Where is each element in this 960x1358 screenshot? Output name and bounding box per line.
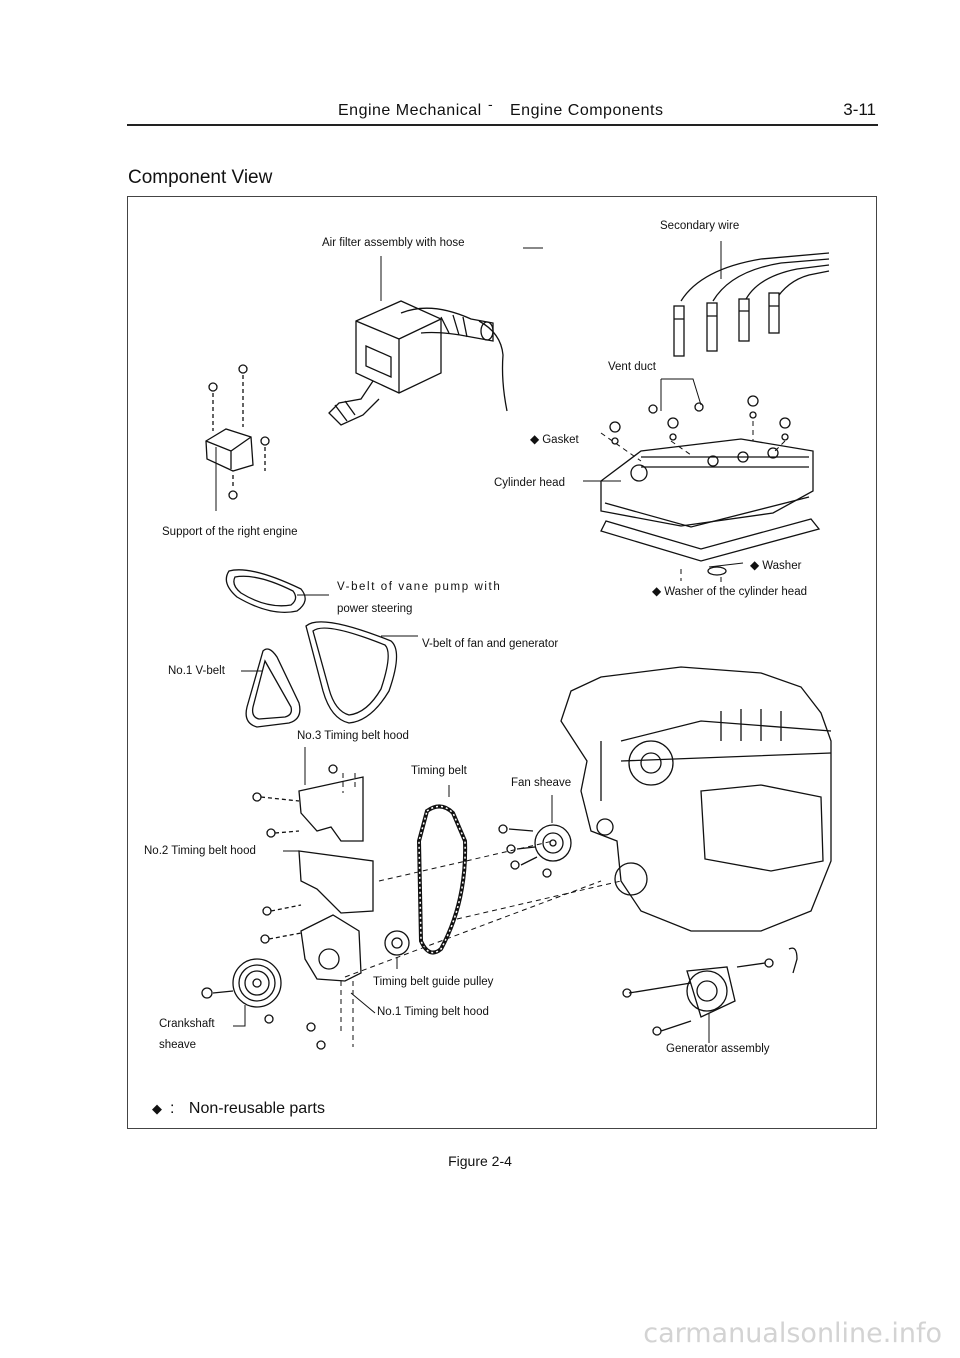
page-number: 3-11 xyxy=(843,100,876,119)
label-no1-vbelt: No.1 V-belt xyxy=(168,665,225,677)
non-reusable-marker-icon: ◆ xyxy=(750,558,760,572)
leader-lines xyxy=(215,241,744,1043)
label-no2-timing-belt-hood: No.2 Timing belt hood xyxy=(144,845,256,857)
page-header: Engine Mechanical - Engine Components 3-… xyxy=(127,96,878,124)
label-fan-sheave: Fan sheave xyxy=(511,777,572,789)
figure-caption: Figure 2-4 xyxy=(448,1153,512,1169)
legend-text: Non-reusable parts xyxy=(188,1100,325,1117)
air-filter-illustration xyxy=(328,300,508,426)
non-reusable-marker-icon: ◆ xyxy=(652,584,662,598)
secondary-wire-illustration xyxy=(673,252,830,357)
fan-sheave-illustration xyxy=(498,824,572,878)
label-cylinder-head: Cylinder head xyxy=(494,477,565,489)
label-crankshaft-line2: sheave xyxy=(159,1039,197,1051)
label-secondary-wire: Secondary wire xyxy=(660,220,740,232)
label-no3-timing-belt-hood: No.3 Timing belt hood xyxy=(297,730,409,742)
timing-belt-hoods-illustration xyxy=(252,764,374,1050)
cylinder-nuts-and-washers xyxy=(609,395,791,576)
crankshaft-sheave-illustration xyxy=(201,958,282,1008)
figure-frame: Air filter assembly with hose Secondary … xyxy=(127,196,877,1129)
label-washer-cylinder-head: ◆Washer of the cylinder head xyxy=(652,584,807,598)
legend: ◆: Non-reusable parts xyxy=(152,1100,325,1118)
header-separator: - xyxy=(488,96,493,112)
assembly-dashed-lines xyxy=(340,421,786,1047)
label-generator-assembly: Generator assembly xyxy=(666,1043,770,1055)
engine-components-diagram xyxy=(201,241,832,1050)
label-gasket: ◆Gasket xyxy=(530,432,579,446)
header-section: Engine Mechanical xyxy=(338,102,482,119)
watermark: carmanualsonline.info xyxy=(643,1318,942,1349)
cylinder-head-cover-illustration xyxy=(600,438,821,562)
label-timing-belt: Timing belt xyxy=(411,765,467,777)
section-title: Component View xyxy=(128,167,273,188)
label-crankshaft-line1: Crankshaft xyxy=(159,1018,215,1030)
timing-belt-illustration xyxy=(416,804,468,955)
label-vbelt-fan-generator: V-belt of fan and generator xyxy=(422,638,559,650)
header-subsection: Engine Components xyxy=(510,102,664,119)
vane-pump-vbelt-illustration xyxy=(225,569,306,614)
non-reusable-marker-icon: ◆ xyxy=(152,1101,162,1116)
generator-illustration xyxy=(622,947,798,1036)
label-vbelt-vane-pump-line2: power steering xyxy=(337,603,413,615)
header-rule xyxy=(127,124,878,126)
no1-vbelt-illustration xyxy=(245,648,301,728)
fan-generator-vbelt-illustration xyxy=(305,621,398,724)
non-reusable-marker-icon: ◆ xyxy=(530,432,540,446)
engine-support-illustration xyxy=(205,364,270,500)
label-no1-timing-belt-hood: No.1 Timing belt hood xyxy=(377,1006,489,1018)
guide-pulley-illustration xyxy=(384,930,410,956)
engine-block-illustration xyxy=(560,666,832,932)
label-vbelt-vane-pump-line1: V-belt of vane pump with xyxy=(337,581,502,593)
label-support-right-engine: Support of the right engine xyxy=(162,526,298,538)
label-washer: ◆Washer xyxy=(750,558,802,572)
label-timing-belt-guide-pulley: Timing belt guide pulley xyxy=(373,976,494,988)
legend-colon: : xyxy=(170,1100,175,1117)
label-air-filter: Air filter assembly with hose xyxy=(322,237,465,249)
label-vent-duct: Vent duct xyxy=(608,361,656,373)
